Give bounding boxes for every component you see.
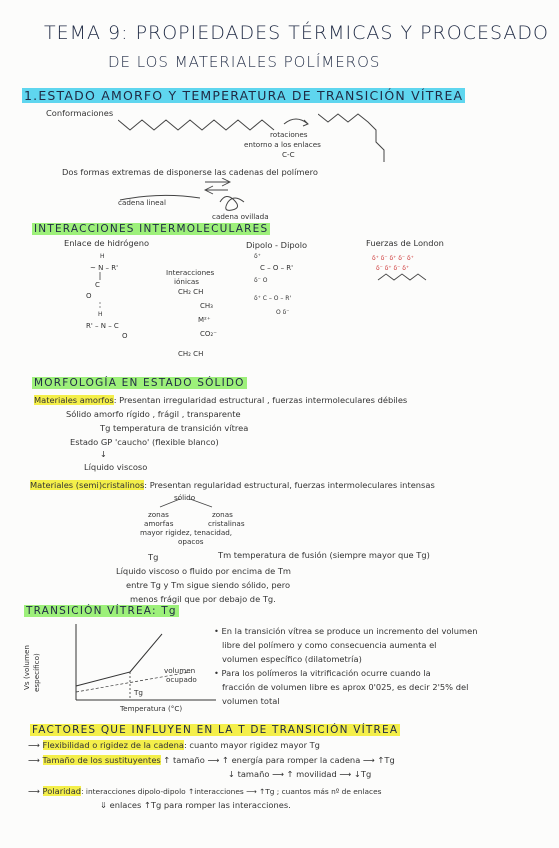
amorfos-label: Materiales amorfos bbox=[34, 395, 114, 405]
svg-text:C – O – R': C – O – R' bbox=[260, 264, 293, 272]
zonas-cristalinas-1: zonas bbox=[212, 510, 233, 519]
svg-text:CO₂⁻: CO₂⁻ bbox=[200, 330, 217, 338]
transicion-bullet-1b: libre del polímero y como consecuencia a… bbox=[222, 640, 437, 650]
volumen-ocupado-2: ocupado bbox=[166, 675, 197, 684]
zonas-amorfas-2: amorfas bbox=[144, 519, 174, 528]
zonas-amorfas-1: zonas bbox=[148, 510, 169, 519]
fuerzas-london-label: Fuerzas de London bbox=[366, 238, 444, 248]
amorfos-solido: Sólido amorfo rígido , frágil , transpar… bbox=[66, 409, 241, 419]
conformaciones-label: Conformaciones bbox=[46, 108, 114, 118]
interacciones-ionicas-label: Interacciones bbox=[166, 268, 215, 277]
rotaciones-label: rotaciones bbox=[270, 130, 308, 139]
tg-temp-line: Tg temperatura de transición vítrea bbox=[100, 423, 249, 433]
chart-tg-marker: Tg bbox=[134, 688, 143, 697]
transicion-heading-text: TRANSICIÓN VÍTREA bbox=[26, 605, 152, 617]
hydrogen-bond-structure: H ~ N – R' C O H R' – N – C O bbox=[86, 253, 128, 340]
svg-text:O: O bbox=[122, 332, 128, 340]
dos-formas-text: Dos formas extremas de disponerse las ca… bbox=[62, 167, 318, 177]
semicristalinos-text: : Presentan regularidad estructural, fue… bbox=[144, 480, 435, 490]
enlace-hidrogeno-label: Enlace de hidrógeno bbox=[64, 238, 150, 248]
factor-polaridad-label: Polaridad bbox=[42, 786, 82, 796]
section-heading-factores: FACTORES QUE INFLUYEN EN LA T DE TRANSIC… bbox=[30, 724, 401, 736]
section-heading-estado-amorfo: 1.ESTADO AMORFO Y TEMPERATURA DE TRANSIC… bbox=[22, 88, 466, 103]
dipole-structure: δ⁺ C – O – R' δ⁻ O δ⁺ C – O – R' O δ⁻ bbox=[254, 253, 293, 316]
svg-text:CH₃: CH₃ bbox=[200, 302, 213, 310]
liquido-fluido: Líquido viscoso o fluido por encima de T… bbox=[116, 566, 292, 576]
solido-branches bbox=[159, 498, 213, 508]
menos-fragil: menos frágil que por debajo de Tg. bbox=[130, 594, 276, 604]
solido-label: sólido bbox=[174, 493, 196, 502]
cadena-lineal-label: cadena lineal bbox=[118, 198, 166, 207]
svg-text:CH₂ CH: CH₂ CH bbox=[178, 288, 203, 296]
tg-label-morf: Tg bbox=[148, 552, 159, 562]
semicristalinos-label: Materiales (semi)cristalinos bbox=[30, 480, 145, 490]
factor-flexibilidad-label: Flexibilidad o rigidez de la cadena bbox=[42, 740, 184, 750]
rotation-arrow bbox=[283, 118, 309, 127]
dipolo-dipolo-label: Dipolo - Dipolo bbox=[246, 240, 308, 250]
transicion-bullet-2c: volumen total bbox=[222, 696, 280, 706]
interacciones-ionicas-label-2: iónicas bbox=[174, 277, 200, 286]
factor-tamano: ⟶ Tamaño de los sustituyentes ↑ tamaño ⟶… bbox=[28, 755, 395, 765]
chain-shapes bbox=[119, 178, 245, 211]
semicristalinos-row: Materiales (semi)cristalinos: Presentan … bbox=[30, 480, 435, 490]
section-heading-morfologia: MORFOLOGÍA EN ESTADO SÓLIDO bbox=[32, 377, 247, 389]
factor-polaridad: ⟶ Polaridad: interacciones dipolo-dipolo… bbox=[28, 786, 382, 796]
svg-text:~ N – R': ~ N – R' bbox=[90, 264, 118, 272]
estado-gp: Estado GP 'caucho' (flexible blanco) bbox=[70, 437, 219, 447]
chart-xlabel: Temperatura (°C) bbox=[120, 704, 183, 713]
svg-text:δ⁻ δ⁺ δ⁻ δ⁺: δ⁻ δ⁺ δ⁻ δ⁺ bbox=[376, 265, 409, 272]
chart-ylabel-1: Vs (volumen bbox=[22, 645, 31, 690]
liquido-viscoso: Líquido viscoso bbox=[84, 462, 148, 472]
amorfos-text: : Presentan irregularidad estructural , … bbox=[113, 395, 408, 405]
arrow-down-1: ↓ bbox=[100, 449, 107, 459]
transicion-bullet-1c: volumen específico (dilatometría) bbox=[222, 654, 362, 664]
conformation-rotated bbox=[318, 113, 385, 162]
zonas-cristalinas-2: cristalinas bbox=[208, 519, 245, 528]
transicion-heading-tg: Tg bbox=[161, 605, 177, 617]
svg-text:δ⁻ O: δ⁻ O bbox=[254, 277, 268, 284]
svg-text:M²⁺: M²⁺ bbox=[198, 316, 211, 324]
section-heading-transicion: TRANSICIÓN VÍTREA: Tg bbox=[24, 605, 179, 617]
entre-line: entre Tg y Tm sigue siendo sólido, pero bbox=[126, 580, 291, 590]
svg-text:R' – N – C: R' – N – C bbox=[86, 322, 119, 330]
rotaciones-label-3: C-C bbox=[282, 150, 295, 159]
mayor-rigidez-1: mayor rigidez, tenacidad, bbox=[140, 528, 233, 537]
svg-text:C: C bbox=[95, 281, 100, 289]
transicion-bullet-1: • En la transición vítrea se produce un … bbox=[214, 626, 478, 636]
rotaciones-label-2: entorno a los enlaces bbox=[244, 140, 321, 149]
factor-flexibilidad: ⟶ Flexibilidad o rigidez de la cadena: c… bbox=[28, 740, 320, 750]
factor-polaridad-a: : interacciones dipolo-dipolo ↑interacci… bbox=[81, 787, 382, 796]
volumen-ocupado-1: volumen bbox=[164, 666, 196, 675]
london-structure: δ⁺ δ⁻ δ⁺ δ⁻ δ⁺ δ⁻ δ⁺ δ⁻ δ⁺ bbox=[372, 255, 427, 281]
transicion-bullet-2: • Para los polímeros la vitrificación oc… bbox=[214, 668, 431, 678]
svg-text:H: H bbox=[98, 311, 103, 318]
tm-line: Tm temperatura de fusión (siempre mayor … bbox=[218, 550, 430, 560]
section-heading-interacciones: INTERACCIONES INTERMOLECULARES bbox=[32, 223, 271, 235]
page-title: TEMA 9: PROPIEDADES TÉRMICAS Y PROCESADO bbox=[44, 22, 549, 44]
svg-text:δ⁺: δ⁺ bbox=[254, 253, 261, 260]
page-subtitle: DE LOS MATERIALES POLÍMEROS bbox=[108, 53, 381, 71]
cadena-ovillada-label: cadena ovillada bbox=[212, 212, 269, 221]
svg-text:H: H bbox=[100, 253, 105, 260]
factor-tamano-b: ↓ tamaño ⟶ ↑ movilidad ⟶ ↓Tg bbox=[228, 769, 372, 779]
conformation-zigzag bbox=[118, 119, 275, 131]
transicion-bullet-2b: fracción de volumen libre es aprox 0'025… bbox=[222, 682, 469, 692]
svg-text:O δ⁻: O δ⁻ bbox=[276, 309, 289, 316]
svg-text:O: O bbox=[86, 292, 92, 300]
chart-ylabel-2: específico) bbox=[32, 653, 41, 692]
factor-polaridad-b: ⇓ enlaces ↑Tg para romper las interaccio… bbox=[100, 800, 291, 810]
factor-tamano-a: ↑ tamaño ⟶ ↑ energía para romper la cade… bbox=[163, 755, 395, 765]
svg-text:δ⁺ C – O – R': δ⁺ C – O – R' bbox=[254, 295, 291, 302]
tg-chart bbox=[75, 624, 216, 701]
svg-text:CH₂ CH: CH₂ CH bbox=[178, 350, 203, 358]
ionic-structure: CH₂ CH CH₃ M²⁺ CO₂⁻ CH₂ CH bbox=[178, 288, 217, 358]
svg-text:δ⁺ δ⁻ δ⁺ δ⁻ δ⁺: δ⁺ δ⁻ δ⁺ δ⁻ δ⁺ bbox=[372, 255, 414, 262]
factor-flexibilidad-text: : cuanto mayor rigidez mayor Tg bbox=[184, 740, 320, 750]
amorfos-row: Materiales amorfos: Presentan irregulari… bbox=[34, 395, 407, 405]
mayor-rigidez-2: opacos bbox=[178, 537, 204, 546]
factor-tamano-label: Tamaño de los sustituyentes bbox=[42, 755, 161, 765]
